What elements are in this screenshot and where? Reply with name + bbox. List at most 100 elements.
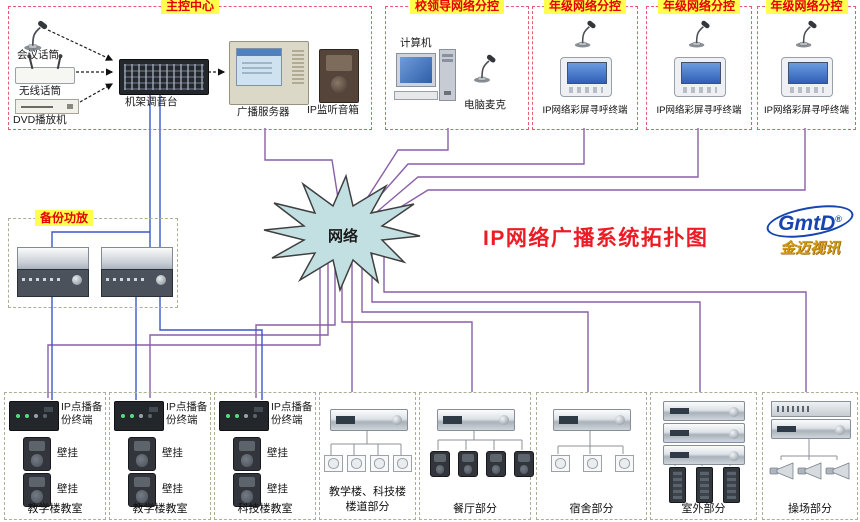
zone-label: 室外部分 <box>681 503 726 515</box>
backup-amplifier-icon <box>17 247 89 297</box>
dvd-player-icon <box>15 99 79 114</box>
zone-dormitory-box: 宿舍部分 <box>536 392 647 520</box>
wall-speaker-label: 壁挂 <box>267 447 288 459</box>
main-control-box: 主控中心 会议话筒 无线话筒 DVD播放机 机架调音台 广播服务器 IP监听音箱 <box>8 0 372 130</box>
horn-speaker-icon <box>769 461 795 481</box>
column-speaker-icon <box>669 467 686 503</box>
zone-label: 宿舍部分 <box>569 503 614 515</box>
wall-speaker-icon <box>430 451 450 477</box>
zone-outdoor-box: 室外部分 <box>650 392 757 520</box>
wall-speaker-icon <box>23 437 51 471</box>
logo-brand-text: GmtD <box>778 212 836 235</box>
rack-unit-icon <box>771 401 851 417</box>
logo-brand: GmtD® <box>763 206 857 237</box>
color-screen-terminal-icon <box>781 57 833 97</box>
wireless-mic-label: 无线话筒 <box>19 85 61 97</box>
ip-ondemand-terminal-icon <box>9 401 59 431</box>
ip-ondemand-terminal-icon <box>114 401 164 431</box>
zone-playground-box: 操场部分 <box>762 392 858 520</box>
wall-speaker-icon <box>23 473 51 507</box>
wall-speaker-label: 壁挂 <box>57 447 78 459</box>
ip-ondemand-terminal-label: IP点播备份终端 <box>271 401 313 427</box>
backup-amplifier-icon <box>101 247 173 297</box>
pc-mic-label: 电脑麦克 <box>464 99 506 111</box>
ceiling-speaker-icon <box>324 455 343 472</box>
zone-corridor-box: 教学楼、科技楼楼道部分 <box>319 392 416 520</box>
color-terminal-label: IP网络彩屏寻呼终端 <box>764 105 849 116</box>
color-screen-terminal-icon <box>674 57 726 97</box>
backup-amp-label: 备份功放 <box>35 210 94 226</box>
amplifier-icon <box>663 423 745 443</box>
grade-control-label: 年级网络分控 <box>657 0 741 14</box>
zone-label: 餐厅部分 <box>453 503 497 515</box>
paging-mic-icon <box>794 19 819 48</box>
ceiling-speaker-icon <box>551 455 570 472</box>
zone-label: 操场部分 <box>788 503 832 515</box>
grade-control-box-3: 年级网络分控 IP网络彩屏寻呼终端 <box>757 0 856 130</box>
classroom-box-3: IP点播备份终端 壁挂 壁挂 科技楼教室 <box>214 392 316 520</box>
grade-control-label: 年级网络分控 <box>765 0 848 14</box>
amplifier-icon <box>663 401 745 421</box>
ceiling-speaker-icon <box>370 455 389 472</box>
grade-control-label: 年级网络分控 <box>543 0 627 14</box>
ip-monitor-speaker-label: IP监听音箱 <box>307 104 359 116</box>
ip-monitor-speaker-icon <box>319 49 359 103</box>
computer-monitor-icon <box>396 53 436 87</box>
classroom-label: 教学楼教室 <box>132 503 188 515</box>
color-screen-terminal-icon <box>560 57 612 97</box>
ip-ondemand-terminal-label: IP点播备份终端 <box>166 401 208 427</box>
ceiling-speaker-icon <box>583 455 602 472</box>
amplifier-icon <box>437 409 515 431</box>
computer-tower-icon <box>439 49 456 101</box>
classroom-box-2: IP点播备份终端 壁挂 壁挂 教学楼教室 <box>109 392 211 520</box>
grade-control-box-2: 年级网络分控 IP网络彩屏寻呼终端 <box>646 0 752 130</box>
wall-speaker-icon <box>233 473 261 507</box>
backup-amp-box: 备份功放 <box>8 210 178 308</box>
wall-speaker-label: 壁挂 <box>267 483 288 495</box>
ceiling-speaker-icon <box>393 455 412 472</box>
ip-ondemand-terminal-label: IP点播备份终端 <box>61 401 103 427</box>
leader-control-box: 校领导网络分控 计算机 电脑麦克 <box>385 0 529 130</box>
classroom-label: 教学楼教室 <box>27 503 83 515</box>
diagram-title: IP网络广播系统拓扑图 <box>483 227 709 250</box>
registered-mark: ® <box>835 214 842 224</box>
rack-mixer-icon <box>119 59 209 95</box>
ceiling-speaker-icon <box>615 455 634 472</box>
paging-mic-icon <box>687 19 712 48</box>
wall-speaker-icon <box>486 451 506 477</box>
amplifier-icon <box>330 409 408 431</box>
amplifier-icon <box>771 419 851 439</box>
computer-label: 计算机 <box>400 37 432 49</box>
conference-mic-icon <box>21 19 51 51</box>
blue-backup-lines <box>51 92 263 400</box>
main-control-label: 主控中心 <box>160 0 220 14</box>
color-terminal-label: IP网络彩屏寻呼终端 <box>542 105 628 116</box>
wall-speaker-icon <box>233 437 261 471</box>
amplifier-icon <box>663 445 745 465</box>
classroom-label: 科技楼教室 <box>237 503 293 515</box>
horn-speaker-icon <box>797 461 823 481</box>
wall-speaker-icon <box>458 451 478 477</box>
classroom-box-1: IP点播备份终端 壁挂 壁挂 教学楼教室 <box>4 392 106 520</box>
grade-control-box-1: 年级网络分控 IP网络彩屏寻呼终端 <box>532 0 638 130</box>
leader-control-label: 校领导网络分控 <box>409 0 505 14</box>
dvd-player-label: DVD播放机 <box>13 114 67 126</box>
paging-mic-icon <box>573 19 598 48</box>
ip-ondemand-terminal-icon <box>219 401 269 431</box>
wireless-mic-icon <box>15 56 75 84</box>
wall-speaker-label: 壁挂 <box>162 447 183 459</box>
horn-speaker-icon <box>825 461 851 481</box>
ceiling-speaker-icon <box>347 455 366 472</box>
network-cloud <box>263 173 421 293</box>
amplifier-icon <box>553 409 631 431</box>
brand-logo: GmtD® 金迈视讯 <box>763 199 857 260</box>
zone-label: 教学楼、科技楼楼道部分 <box>329 486 406 513</box>
audio-signal-arrows <box>47 29 226 103</box>
column-speaker-icon <box>696 467 713 503</box>
wall-speaker-icon <box>514 451 534 477</box>
wall-speaker-label: 壁挂 <box>57 483 78 495</box>
logo-name: 金迈视讯 <box>779 240 840 257</box>
keyboard-icon <box>394 91 438 100</box>
